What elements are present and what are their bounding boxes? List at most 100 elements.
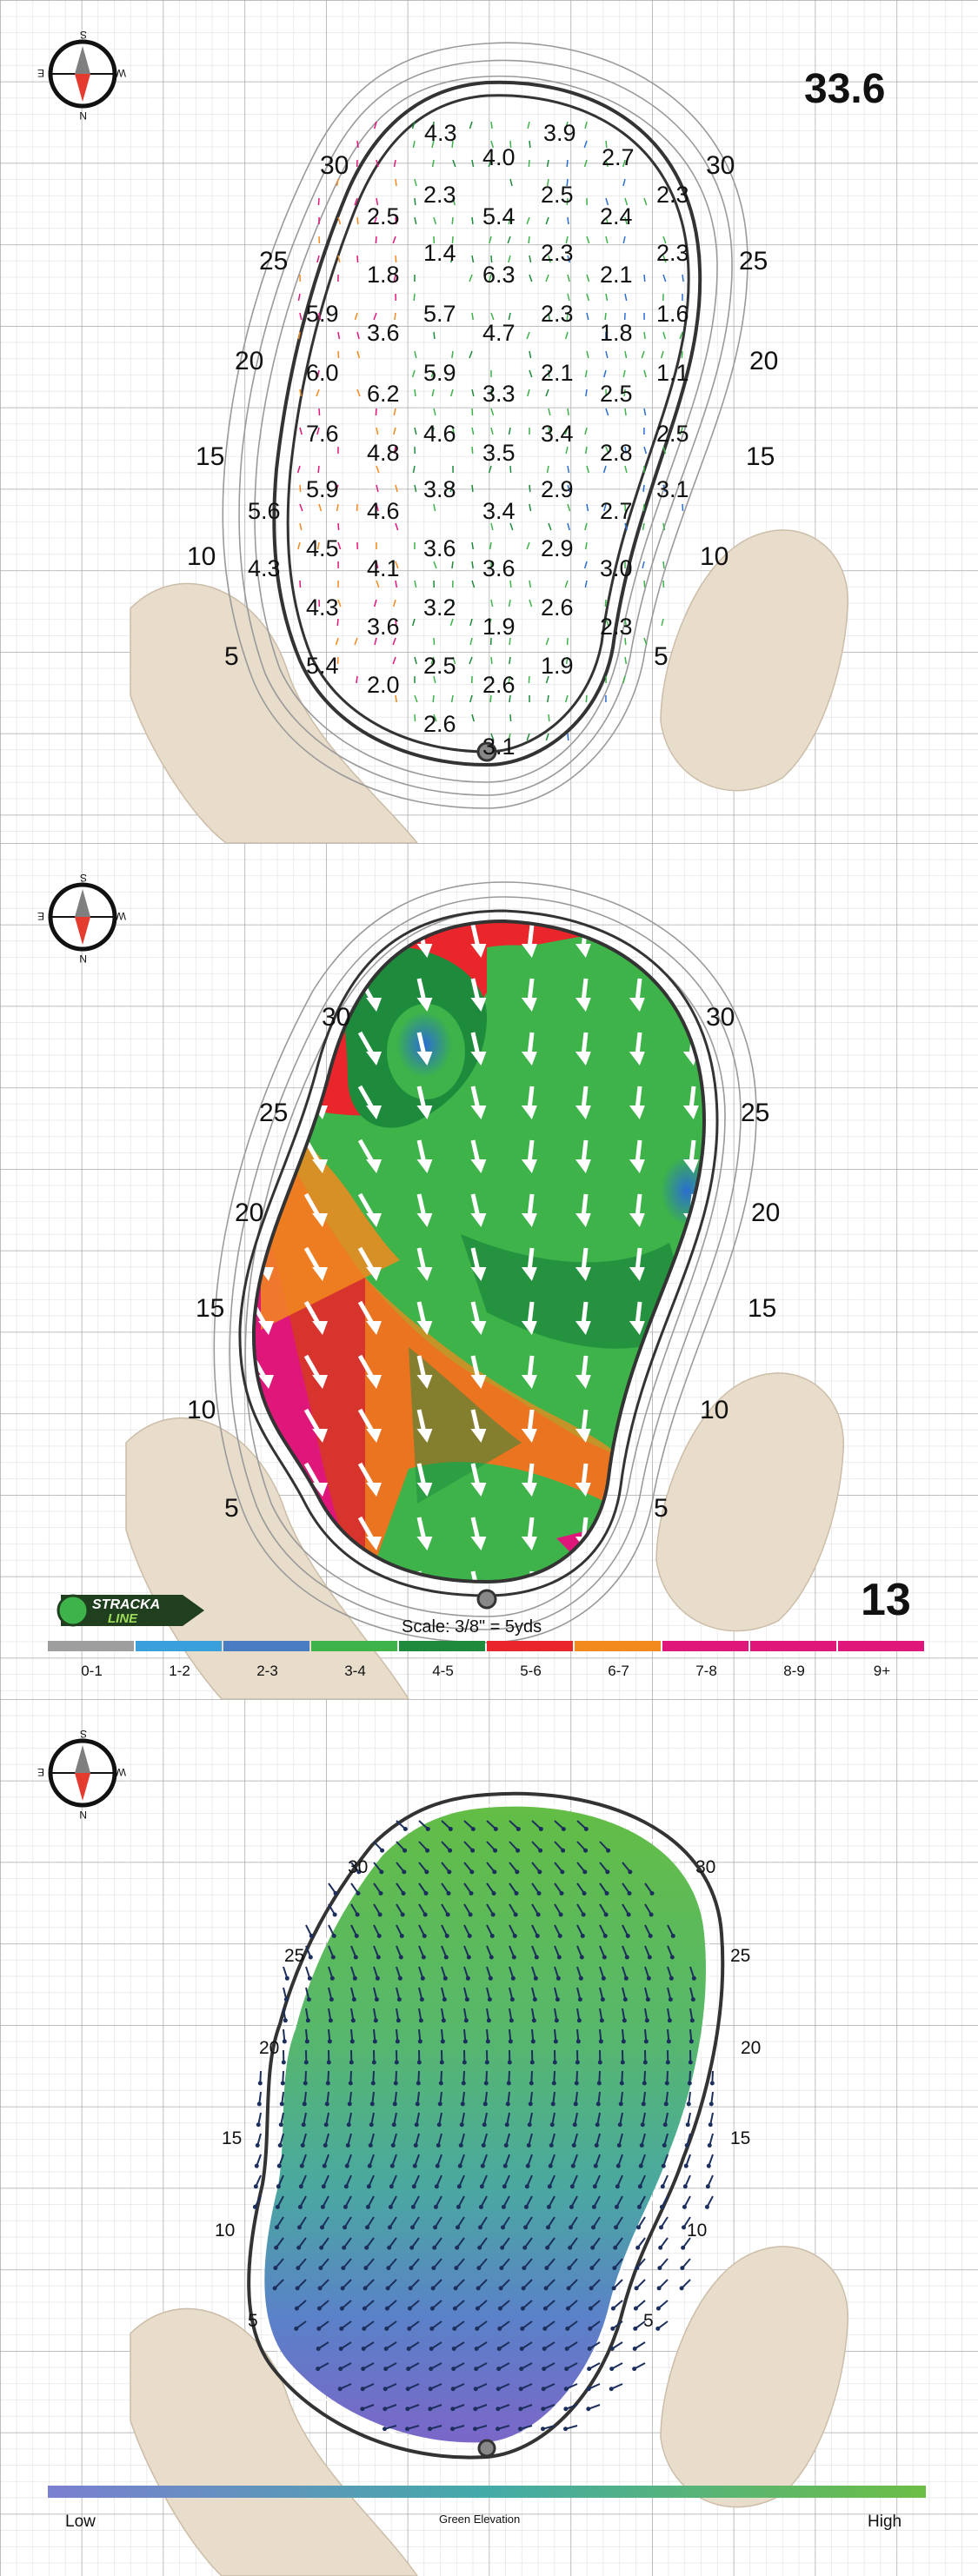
hole-marker	[476, 1589, 497, 1610]
slope-value: 1.8	[367, 262, 400, 288]
compass-label-left: E	[37, 67, 44, 79]
hole-marker	[477, 2439, 496, 2458]
slope-value: 4.1	[367, 555, 400, 581]
compass-needle-grey	[75, 46, 90, 74]
yard-marker-5-right: 5	[643, 2311, 654, 2331]
slope-values: 4.3 3.9 4.0 2.7 2.3 2.5 2.3 2.5 5.4 2.4 …	[248, 120, 689, 760]
slope-value: 1.9	[541, 653, 574, 679]
hole-marker	[476, 741, 497, 762]
legend-label: 8-9	[783, 1663, 805, 1679]
yard-marker-15-right: 15	[748, 1294, 776, 1323]
slope-value: 5.7	[423, 301, 456, 327]
slope-value: 3.6	[423, 535, 456, 561]
compass-label-bottom: N	[79, 1809, 87, 1821]
slope-direction-arrows	[253, 923, 699, 1582]
yard-markers-right: 30 25 20 15 10 5	[643, 1857, 761, 2331]
slope-value: 6.0	[306, 360, 339, 386]
green-outline-outer	[238, 909, 719, 1597]
yard-marker-5-left: 5	[224, 642, 239, 671]
elevation-color-bar	[48, 2486, 926, 2498]
slope-value: 2.1	[600, 262, 633, 288]
compass-label-top: S	[80, 29, 87, 41]
slope-value: 3.1	[482, 734, 516, 760]
slope-value: 2.6	[423, 711, 456, 737]
slope-value: 4.7	[482, 320, 516, 346]
slope-value: 1.9	[482, 614, 516, 640]
elevation-arrows	[252, 1820, 715, 2432]
slope-heatmap-panel: 30 25 20 15 10 5 30 25 20 15 10 5 S E W …	[0, 843, 978, 1699]
slope-value: 3.6	[367, 614, 400, 640]
compass-needle-grey	[75, 1745, 90, 1773]
slope-value: 5.6	[248, 498, 281, 524]
yard-marker-5-right: 5	[654, 1494, 669, 1523]
slope-arrows	[296, 121, 685, 741]
compass-label-top: S	[80, 1728, 87, 1740]
yard-marker-5-left: 5	[248, 2311, 258, 2331]
legend-label: 2-3	[256, 1663, 278, 1679]
slope-value: 2.8	[600, 440, 633, 466]
yard-marker-20-left: 20	[235, 347, 263, 375]
slope-value: 4.3	[306, 594, 339, 621]
legend-swatch	[223, 1641, 309, 1651]
legend-swatch	[487, 1641, 573, 1651]
yard-marker-15-left: 15	[196, 1294, 224, 1323]
compass-label-bottom: N	[79, 110, 87, 122]
compass-label-right: W	[116, 1766, 126, 1778]
compass-label-top: S	[80, 872, 87, 884]
yard-marker-15-right: 15	[730, 2128, 750, 2148]
green-length: 33.6	[804, 66, 885, 112]
yard-marker-10-right: 10	[700, 542, 729, 571]
slope-value: 3.8	[423, 476, 456, 502]
yard-marker-25-left: 25	[259, 1099, 288, 1127]
slope-value: 2.9	[541, 476, 574, 502]
slope-value: 2.3	[423, 182, 456, 208]
slope-value: 2.6	[482, 672, 516, 698]
yard-marker-20-right: 20	[751, 1198, 780, 1227]
green-outline	[272, 80, 702, 767]
legend-swatch	[838, 1641, 924, 1651]
slope-value: 1.1	[656, 360, 689, 386]
slope-value: 2.5	[367, 203, 400, 229]
yard-marker-10-right: 10	[687, 2221, 707, 2241]
slope-value: 4.0	[482, 144, 516, 170]
yard-marker-20-left: 20	[235, 1198, 263, 1227]
slope-value: 4.8	[367, 440, 400, 466]
slope-value: 3.4	[482, 498, 516, 524]
compass: S E W N	[37, 1728, 126, 1821]
yard-marker-15-left: 15	[222, 2128, 242, 2148]
slope-value: 5.9	[423, 360, 456, 386]
elevation-panel: 30 25 20 15 10 5 30 25 20 15 10 5 S E W …	[0, 1699, 978, 2576]
slope-value: 2.3	[600, 614, 633, 640]
yard-marker-25-right: 25	[730, 1946, 750, 1966]
compass-label-left: E	[37, 910, 44, 922]
slope-value: 1.8	[600, 320, 633, 346]
compass-needle-red	[75, 74, 90, 102]
yard-marker-10-left: 10	[187, 1396, 216, 1424]
logo-text-bottom: LINE	[108, 1611, 138, 1626]
yard-markers-right: 30 25 20 15 10 5	[654, 1003, 780, 1523]
slope-value: 2.3	[541, 301, 574, 327]
yard-marker-20-left: 20	[259, 2038, 279, 2058]
yard-marker-25-left: 25	[284, 1946, 304, 1966]
slope-value: 4.3	[424, 120, 457, 146]
compass: S E W N	[37, 872, 126, 965]
legend-label: 4-5	[432, 1663, 454, 1679]
legend-label: 9+	[874, 1663, 890, 1679]
elevation-title: Green Elevation	[439, 2513, 520, 2526]
slope-value: 2.6	[541, 594, 574, 621]
slope-value: 2.5	[600, 381, 633, 407]
slope-value: 4.3	[248, 555, 281, 581]
legend-label: 6-7	[608, 1663, 629, 1679]
yard-marker-25-left: 25	[259, 247, 288, 276]
bunker-right	[655, 1372, 844, 1632]
legend-label: 7-8	[695, 1663, 717, 1679]
yard-markers-right: 30 25 20 15 10 5	[654, 151, 778, 671]
yard-marker-15-left: 15	[196, 442, 224, 471]
yard-marker-15-right: 15	[746, 442, 775, 471]
hole-number: 13	[861, 1575, 911, 1625]
slope-value: 3.4	[541, 421, 574, 447]
slope-value: 2.7	[602, 144, 635, 170]
slope-value: 3.2	[423, 594, 456, 621]
